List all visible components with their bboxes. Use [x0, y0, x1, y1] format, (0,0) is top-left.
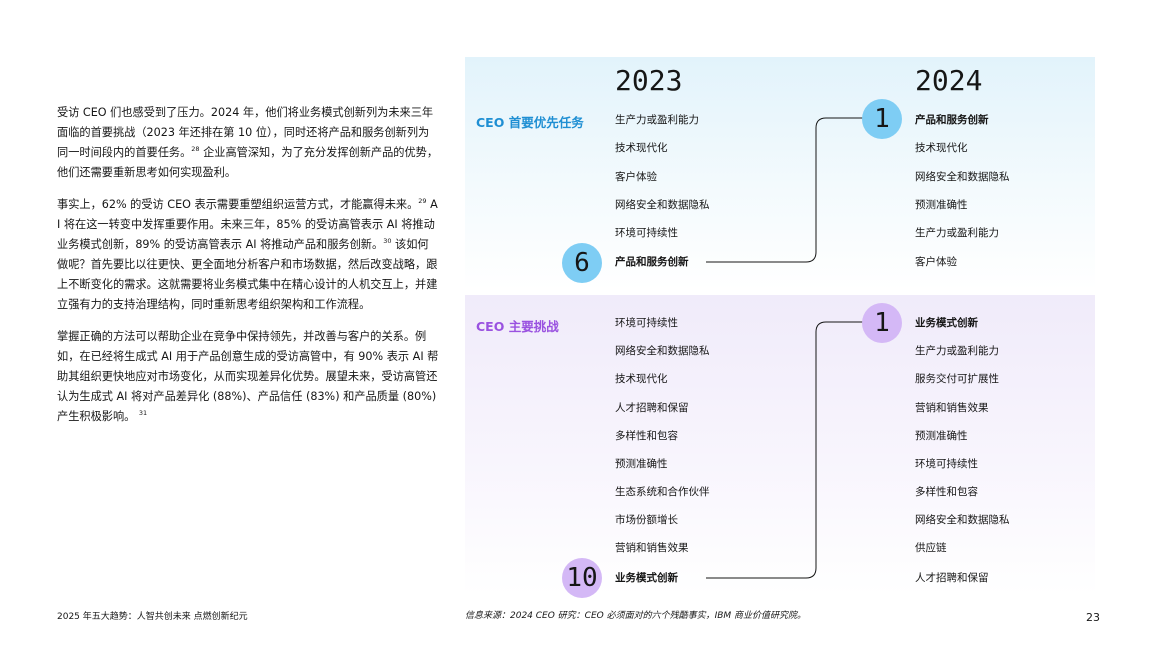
- list-item: 网络安全和数据隐私: [615, 199, 710, 211]
- footnote-ref[interactable]: 29: [418, 197, 427, 205]
- list-item: 环境可持续性: [915, 458, 978, 470]
- list-item-highlight: 产品和服务创新: [915, 114, 989, 126]
- list-item: 网络安全和数据隐私: [915, 514, 1010, 526]
- list-item: 生产力或盈利能力: [915, 345, 999, 357]
- list-item-highlight: 产品和服务创新: [615, 256, 689, 268]
- body-text: 受访 CEO 们也感受到了压力。2024 年，他们将业务模式创新列为未来三年面临…: [57, 103, 439, 439]
- list-item: 环境可持续性: [615, 227, 678, 239]
- footnote-ref[interactable]: 30: [383, 237, 392, 245]
- challenges-panel: [465, 295, 1095, 595]
- footnote-ref[interactable]: 31: [138, 409, 148, 417]
- paragraph-2: 事实上，62% 的受访 CEO 表示需要重塑组织运营方式，才能赢得未来。29 A…: [57, 197, 438, 311]
- paragraph-1: 受访 CEO 们也感受到了压力。2024 年，他们将业务模式创新列为未来三年面临…: [57, 106, 439, 179]
- list-item: 人才招聘和保留: [615, 402, 689, 414]
- list-item: 营销和销售效果: [915, 402, 989, 414]
- report-title-footer: 2025 年五大趋势：人智共创未来 点燃创新纪元: [57, 612, 248, 622]
- list-item: 预测准确性: [615, 458, 668, 470]
- list-item: 生产力或盈利能力: [615, 114, 699, 126]
- list-item: 技术现代化: [915, 142, 968, 154]
- list-item: 环境可持续性: [615, 317, 678, 329]
- page-number: 23: [1086, 611, 1100, 624]
- list-item: 市场份额增长: [615, 514, 678, 526]
- priorities-label: CEO 首要优先任务: [476, 115, 584, 130]
- list-item: 预测准确性: [915, 430, 968, 442]
- list-item: 供应链: [915, 542, 947, 554]
- rank-circle-2023-challenge: 10: [562, 558, 602, 598]
- list-item: 技术现代化: [615, 142, 668, 154]
- year-2024-heading: 2024: [915, 64, 983, 97]
- list-item-highlight: 业务模式创新: [915, 317, 978, 329]
- list-item: 预测准确性: [915, 199, 968, 211]
- list-item: 服务交付可扩展性: [915, 373, 999, 385]
- list-item: 多样性和包容: [615, 430, 678, 442]
- list-item: 技术现代化: [615, 373, 668, 385]
- list-item: 网络安全和数据隐私: [615, 345, 710, 357]
- list-item: 客户体验: [915, 256, 957, 268]
- list-item: 人才招聘和保留: [915, 572, 989, 584]
- source-note: 信息来源：2024 CEO 研究：CEO 必须面对的六个残酷事实，IBM 商业价…: [465, 611, 807, 621]
- list-item: 客户体验: [615, 171, 657, 183]
- list-item: 生态系统和合作伙伴: [615, 486, 710, 498]
- list-item-highlight: 业务模式创新: [615, 572, 678, 584]
- list-item: 多样性和包容: [915, 486, 978, 498]
- rank-circle-2024-priority: 1: [862, 99, 902, 139]
- rank-circle-2024-challenge: 1: [862, 303, 902, 343]
- year-2023-heading: 2023: [615, 64, 683, 97]
- paragraph-3: 掌握正确的方法可以帮助企业在竞争中保持领先，并改善与客户的关系。例如，在已经将生…: [57, 330, 439, 423]
- footnote-ref[interactable]: 28: [191, 145, 200, 153]
- challenges-label: CEO 主要挑战: [476, 319, 559, 334]
- rank-circle-2023-priority: 6: [562, 243, 602, 283]
- list-item: 生产力或盈利能力: [915, 227, 999, 239]
- list-item: 网络安全和数据隐私: [915, 171, 1010, 183]
- list-item: 营销和销售效果: [615, 542, 689, 554]
